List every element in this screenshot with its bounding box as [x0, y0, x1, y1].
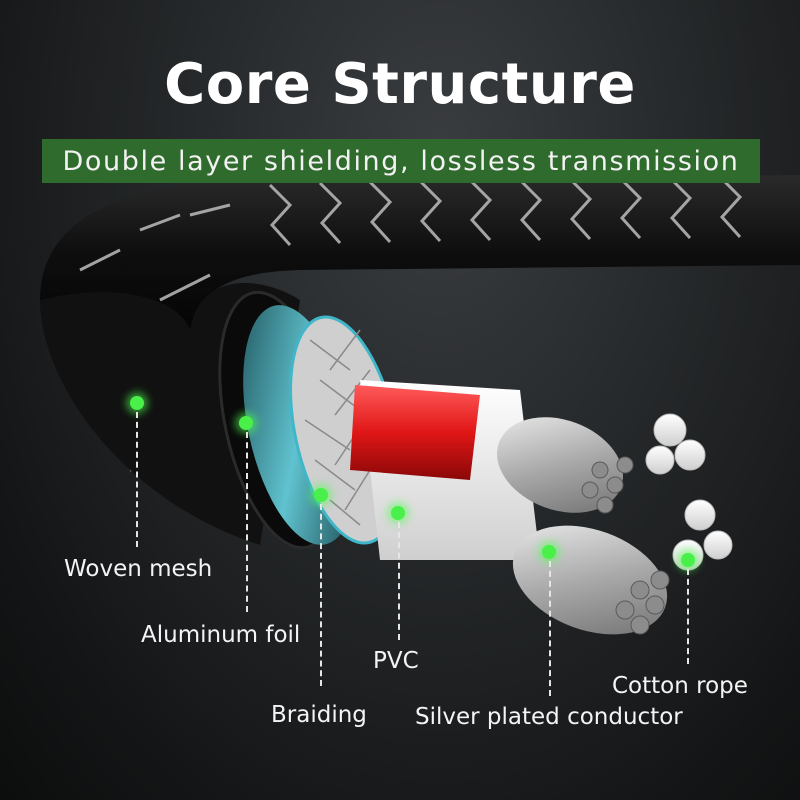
red-insulation — [350, 385, 480, 480]
braiding-leader — [320, 504, 322, 686]
cotton-rope-marker — [681, 553, 695, 567]
woven-mesh-leader — [136, 412, 138, 547]
silver-plated-conductor-marker — [542, 545, 556, 559]
woven-mesh-marker — [130, 396, 144, 410]
cable-jacket-back — [40, 175, 800, 330]
aluminum-foil-leader — [246, 432, 248, 612]
aluminum-foil-label: Aluminum foil — [141, 622, 301, 648]
cotton-rope-label: Cotton rope — [612, 673, 748, 699]
subtitle-banner: Double layer shielding, lossless transmi… — [42, 139, 760, 183]
subtitle-text: Double layer shielding, lossless transmi… — [62, 145, 740, 177]
braiding-marker — [314, 488, 328, 502]
pvc-label: PVC — [373, 648, 419, 674]
braiding-label: Braiding — [271, 702, 367, 728]
page-title: Core Structure — [164, 52, 636, 117]
pvc-marker — [391, 506, 405, 520]
cotton-rope-leader — [687, 569, 689, 664]
woven-mesh-label: Woven mesh — [64, 556, 213, 582]
silver-plated-conductor-label: Silver plated conductor — [415, 704, 683, 730]
pvc-leader — [398, 522, 400, 640]
silver-plated-conductor-leader — [549, 561, 551, 696]
aluminum-foil-marker — [239, 416, 253, 430]
